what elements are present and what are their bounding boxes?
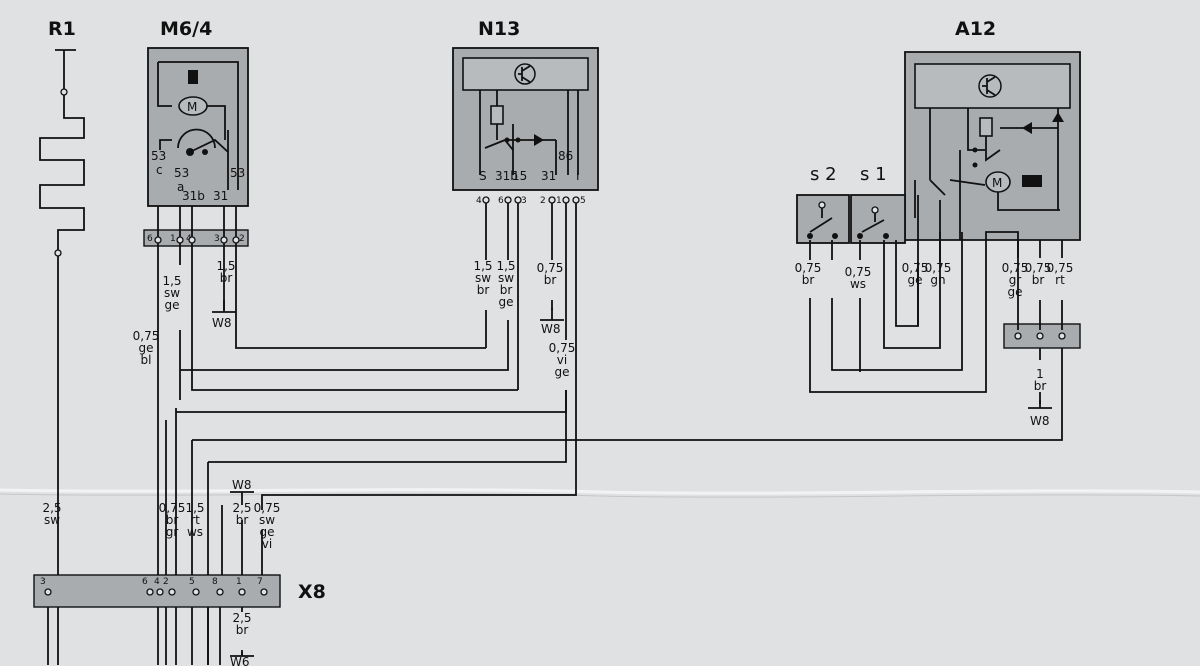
- transistor-icon-a12: [978, 74, 1002, 98]
- m64-t53a-num: 53: [174, 166, 189, 180]
- paper-fold: [0, 488, 1200, 495]
- svg-text:M: M: [992, 176, 1002, 190]
- svg-text:6: 6: [142, 577, 148, 587]
- brush-icon-a12: [1022, 175, 1042, 187]
- m64-motor-symbol: M: [187, 100, 197, 114]
- svg-text:31b: 31b: [495, 169, 518, 183]
- svg-text:1: 1: [170, 234, 176, 244]
- r1-heater: [39, 49, 85, 665]
- svg-text:1: 1: [236, 577, 242, 587]
- ground-3: W8: [1030, 414, 1050, 428]
- paper-fold-shadow: [0, 493, 1200, 498]
- svg-text:S: S: [479, 169, 487, 183]
- svg-text:I: I: [576, 169, 580, 183]
- switch-s2: [796, 194, 850, 244]
- m64-t53: 53: [230, 166, 245, 180]
- label-x8: X8: [298, 581, 326, 603]
- svg-text:3: 3: [214, 234, 220, 244]
- svg-text:6: 6: [498, 196, 504, 206]
- ground-2: W8: [541, 322, 561, 336]
- label-s2: s 2: [810, 164, 837, 185]
- label-n13: N13: [478, 18, 520, 40]
- svg-text:2: 2: [239, 234, 245, 244]
- x8-connector: 3 6 4 2 5 8 1 7: [33, 574, 281, 608]
- svg-text:1: 1: [556, 196, 562, 206]
- svg-text:8: 8: [212, 577, 218, 587]
- svg-text:2: 2: [540, 196, 546, 206]
- svg-text:2: 2: [163, 577, 169, 587]
- svg-text:3: 3: [521, 196, 527, 206]
- svg-text:4: 4: [476, 196, 482, 206]
- brush-icon: [188, 70, 198, 84]
- svg-text:5: 5: [189, 577, 195, 587]
- wiring-network: [157, 195, 1063, 665]
- label-r1: R1: [48, 18, 76, 40]
- svg-text:7: 7: [257, 577, 263, 587]
- label-s1: s 1: [860, 164, 887, 185]
- component-n13: S 31b 15 31 86 I: [452, 47, 599, 191]
- a12-connector: [1003, 323, 1081, 349]
- ground-1: W8: [212, 316, 232, 330]
- svg-text:4: 4: [154, 577, 160, 587]
- m64-t31b: 31b: [182, 189, 205, 203]
- label-m64: M6/4: [160, 18, 212, 40]
- svg-text:31: 31: [541, 169, 556, 183]
- switch-s1: [850, 194, 906, 244]
- grounds: W8 W8 W8 W8 W6: [212, 300, 1052, 666]
- m64-t53a-sub: a: [177, 180, 184, 194]
- svg-text:5: 5: [580, 196, 586, 206]
- m64-t31: 31: [213, 189, 228, 203]
- m64-t53c-sub: c: [156, 163, 163, 177]
- component-a12: M: [904, 51, 1081, 241]
- svg-text:3: 3: [40, 577, 46, 587]
- ground-5: W6: [230, 655, 250, 666]
- svg-text:6: 6: [147, 234, 153, 244]
- ground-4: W8: [232, 478, 252, 492]
- m64-connector: 6 1 4 3 2: [143, 206, 249, 247]
- n13-connector: 4 6 3 2 1 5: [476, 196, 586, 206]
- label-a12: A12: [955, 18, 996, 40]
- m64-t53c-num: 53: [151, 149, 166, 163]
- svg-text:86: 86: [558, 149, 573, 163]
- component-m64: M 53 c 53 a 31b 31 53: [147, 47, 249, 207]
- svg-text:15: 15: [512, 169, 527, 183]
- transistor-icon: [514, 63, 536, 85]
